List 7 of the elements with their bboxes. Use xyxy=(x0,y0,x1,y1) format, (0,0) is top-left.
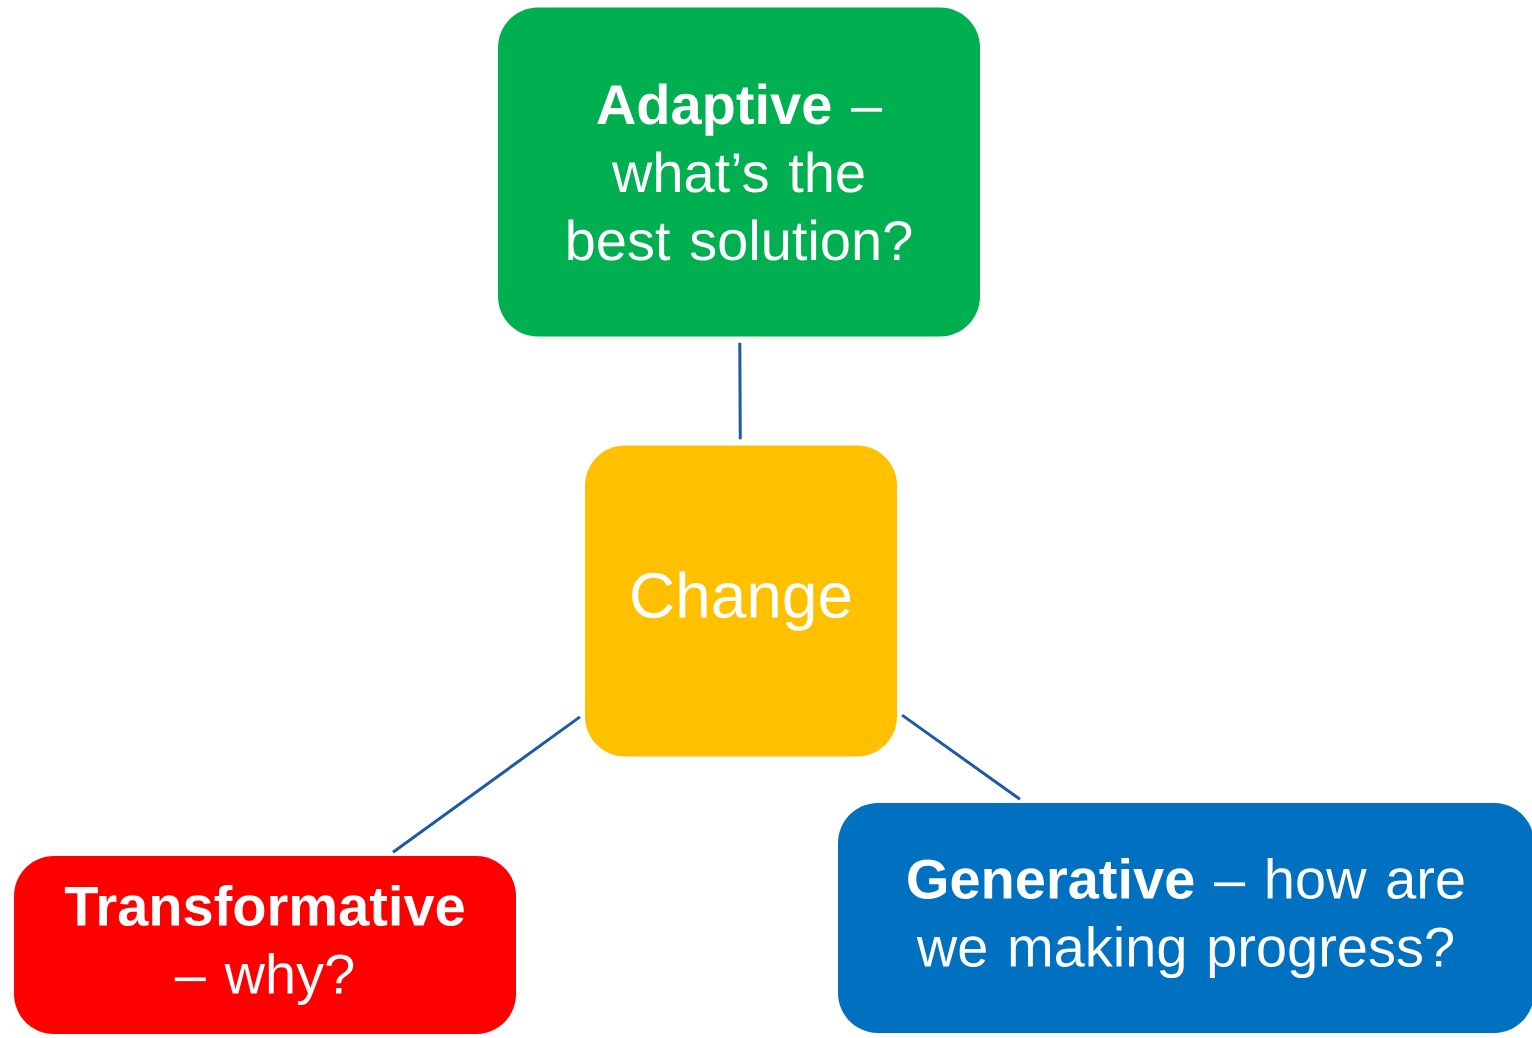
rounded-box: Change xyxy=(585,445,897,757)
connector-line xyxy=(392,715,581,854)
rounded-box: Adaptive – what’s the best solution? xyxy=(498,7,980,337)
connector-line xyxy=(901,713,1021,801)
rounded-box: Transformative – why? xyxy=(14,856,516,1034)
connector-line xyxy=(738,342,742,440)
rounded-box: Generative – how are we making progress? xyxy=(838,803,1532,1033)
